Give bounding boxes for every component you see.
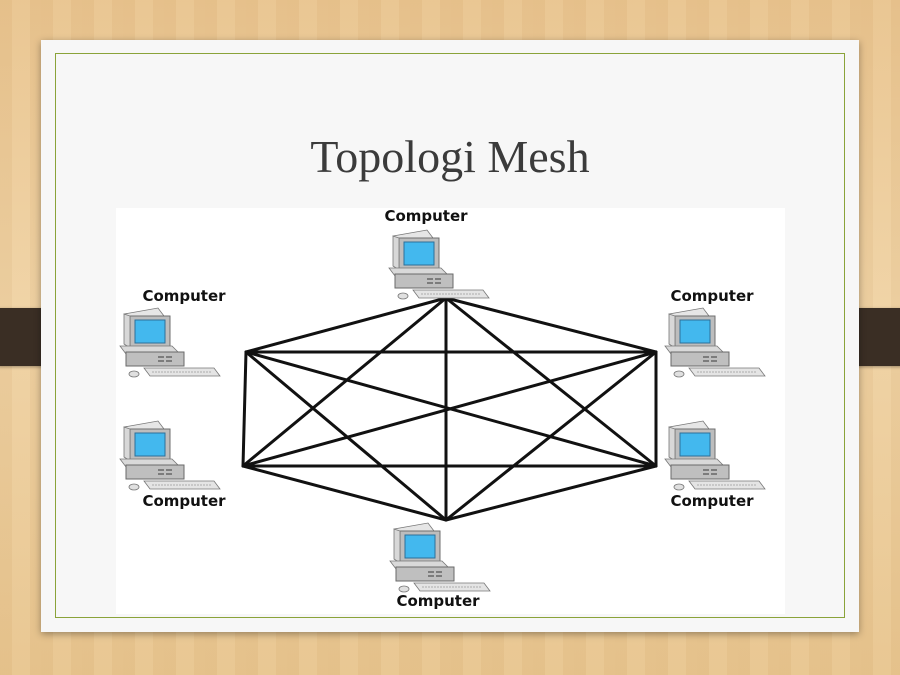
mesh-link xyxy=(444,464,658,522)
mesh-link xyxy=(241,464,448,522)
mesh-link xyxy=(241,350,248,468)
slide-border xyxy=(55,53,845,618)
mesh-link xyxy=(444,296,658,354)
mesh-link xyxy=(244,350,448,522)
mesh-topology-diagram: Computer Computer Computer Computer Comp… xyxy=(116,208,785,614)
slide-title: Topologi Mesh xyxy=(310,131,590,182)
node-label-top: Computer xyxy=(384,208,468,225)
mesh-links xyxy=(241,296,658,522)
diagram-background xyxy=(116,208,785,614)
mesh-link xyxy=(241,296,448,468)
node-label-lower-left: Computer xyxy=(142,492,226,510)
node-label-upper-right: Computer xyxy=(670,287,754,305)
node-label-upper-left: Computer xyxy=(142,287,226,305)
node-label-bottom: Computer xyxy=(396,592,480,610)
mesh-link xyxy=(244,350,658,468)
mesh-link xyxy=(244,296,448,354)
node-label-lower-right: Computer xyxy=(670,492,754,510)
